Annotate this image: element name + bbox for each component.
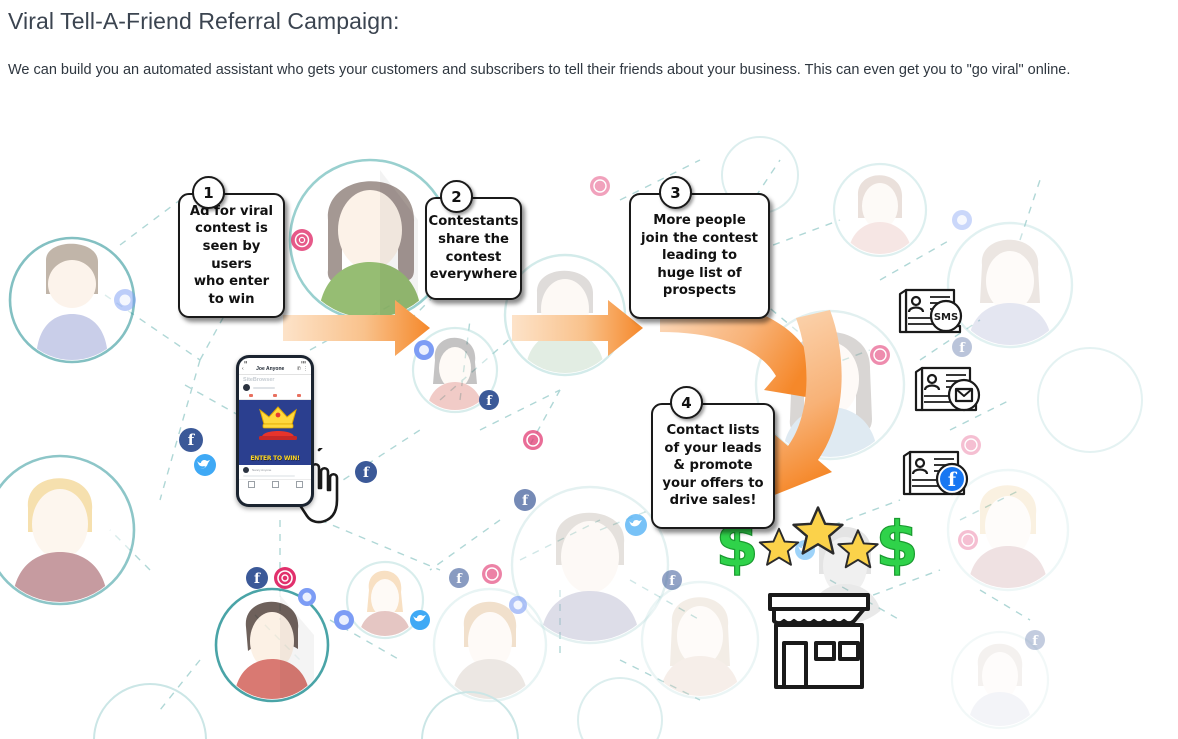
svg-text:f: f	[486, 394, 493, 409]
contact-list-icons: SMS	[898, 288, 981, 496]
page-subtitle: We can build you an automated assistant …	[8, 62, 1071, 78]
step-badge-1: 1	[192, 176, 225, 209]
storefront-icon	[768, 593, 870, 689]
svg-text:f: f	[959, 341, 966, 356]
svg-text:$: $	[875, 508, 918, 581]
phone-screen: ▮▮ ▮▮▮ ‹ Joe Anyone ✆ ⋮ SiteBrowser	[239, 358, 311, 504]
phone-tab-3[interactable]	[297, 394, 301, 397]
svg-text:f: f	[948, 469, 958, 491]
sales-result-group: $ $	[715, 506, 919, 689]
phone-app-title: Joe Anyone	[256, 366, 285, 372]
phone-nav-back-icon[interactable]	[295, 480, 303, 488]
callout-step-2-text: Contestants share the contest everywhere	[428, 214, 519, 283]
svg-text:f: f	[456, 572, 463, 587]
phone-tab-2[interactable]	[273, 394, 277, 397]
page-title: Viral Tell-A-Friend Referral Campaign:	[8, 8, 400, 34]
phone-commenter-name: Nancy Anyone	[252, 468, 272, 472]
callout-step-4: Contact lists of your leads & promote yo…	[651, 403, 775, 529]
crown-prize-icon	[259, 406, 297, 440]
callout-step-1-text: Ad for viral contest is seen by users wh…	[189, 203, 274, 307]
flow-arrows	[283, 295, 842, 496]
svg-text:f: f	[254, 571, 261, 587]
svg-text:f: f	[188, 431, 196, 449]
phone-status-icons: ▮▮▮	[301, 359, 306, 364]
phone-contest-ad[interactable]: ENTER TO WIN!	[239, 400, 311, 465]
phone-status-time: ▮▮	[244, 359, 248, 364]
phone-ad-cta: ENTER TO WIN!	[250, 455, 300, 462]
step-badge-2: 2	[440, 180, 473, 213]
phone-bottom-bar	[239, 478, 311, 488]
phone-avatar	[243, 384, 250, 391]
svg-text:f: f	[363, 465, 370, 481]
phone-nav-bar: ‹ Joe Anyone ✆ ⋮	[239, 365, 311, 375]
phone-comment-row: Nancy Anyone	[239, 465, 311, 473]
svg-text:f: f	[522, 493, 529, 509]
step-badge-3: 3	[659, 176, 692, 209]
callout-step-4-text: Contact lists of your leads & promote yo…	[662, 423, 764, 509]
callout-step-1: Ad for viral contest is seen by users wh…	[178, 193, 285, 318]
callout-step-3-text: More people join the contest leading to …	[641, 213, 758, 299]
sms-icon: SMS	[898, 288, 963, 334]
phone-menu-icon[interactable]: ⋮	[303, 366, 308, 372]
phone-tab-1[interactable]	[249, 394, 253, 397]
facebook-doc-icon: f	[902, 450, 969, 496]
phone-nav-square-icon[interactable]	[247, 480, 255, 488]
rating-stars	[758, 506, 879, 569]
phone-status-bar: ▮▮ ▮▮▮	[239, 358, 311, 365]
referral-campaign-diagram: f f f	[0, 100, 1178, 739]
social-badges: f f f	[114, 176, 1045, 650]
dollar-sign-right: $	[875, 507, 919, 581]
phone-meta-line	[243, 475, 295, 477]
step-badge-4: 4	[670, 386, 703, 419]
callout-step-2: Contestants share the contest everywhere	[425, 197, 522, 300]
phone-mockup: ▮▮ ▮▮▮ ‹ Joe Anyone ✆ ⋮ SiteBrowser	[236, 355, 314, 507]
diagram-canvas: f f f	[0, 136, 1143, 739]
svg-text:f: f	[669, 574, 676, 589]
phone-username-placeholder	[253, 386, 275, 389]
phone-nav-home-icon[interactable]	[271, 480, 279, 488]
email-envelope-icon	[914, 366, 981, 412]
sms-label: SMS	[934, 312, 958, 323]
arrow-step1-to-step2	[283, 300, 430, 356]
arrow-step3-to-contacts	[660, 295, 824, 400]
svg-text:f: f	[1032, 634, 1039, 649]
callout-step-3: More people join the contest leading to …	[629, 193, 770, 319]
phone-call-icon[interactable]: ✆	[296, 366, 301, 372]
phone-brand-label: SiteBrowser	[243, 377, 275, 383]
phone-post-header	[239, 384, 311, 393]
phone-back-icon[interactable]: ‹	[242, 366, 244, 372]
arrow-contacts-to-sales	[772, 310, 842, 496]
phone-tab-strip	[239, 393, 311, 400]
arrow-step2-to-step3	[512, 300, 643, 356]
phone-comment-avatar	[243, 467, 249, 473]
